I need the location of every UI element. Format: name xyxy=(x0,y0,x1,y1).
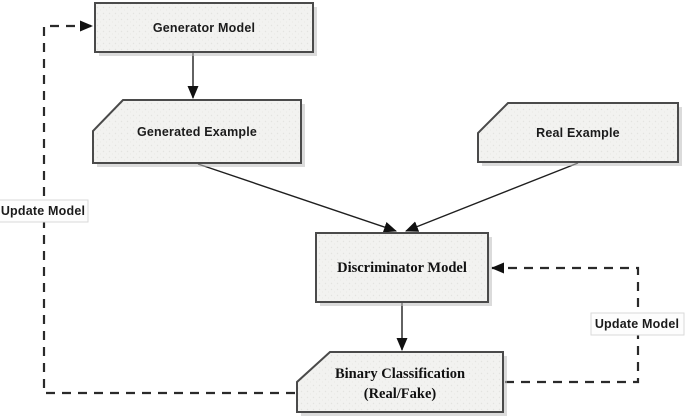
discriminator-model-label: Discriminator Model xyxy=(337,260,467,276)
generator-model-node: Generator Model xyxy=(94,2,317,56)
real-example-node: Real Example xyxy=(477,102,682,166)
discriminator-model-node: Discriminator Model xyxy=(315,232,492,306)
binary-classification-label-line2: (Real/Fake) xyxy=(364,386,437,402)
update-model-label-right: Update Model xyxy=(590,312,685,336)
update-model-label-left-text: Update Model xyxy=(1,204,85,218)
update-model-label-left: Update Model xyxy=(0,199,89,223)
real-example-label: Real Example xyxy=(536,126,620,140)
arrow-generated-example-to-discriminator xyxy=(197,163,397,233)
generator-model-label: Generator Model xyxy=(153,21,255,35)
binary-classification-label-line1: Binary Classification xyxy=(335,366,465,382)
dashed-arrow-update-discriminator xyxy=(491,262,640,384)
generated-example-label: Generated Example xyxy=(137,125,257,139)
update-model-label-right-text: Update Model xyxy=(595,317,679,331)
arrow-real-example-to-discriminator xyxy=(405,162,579,232)
generated-example-node: Generated Example xyxy=(92,99,305,167)
binary-classification-node: Binary Classification (Real/Fake) xyxy=(296,351,507,416)
